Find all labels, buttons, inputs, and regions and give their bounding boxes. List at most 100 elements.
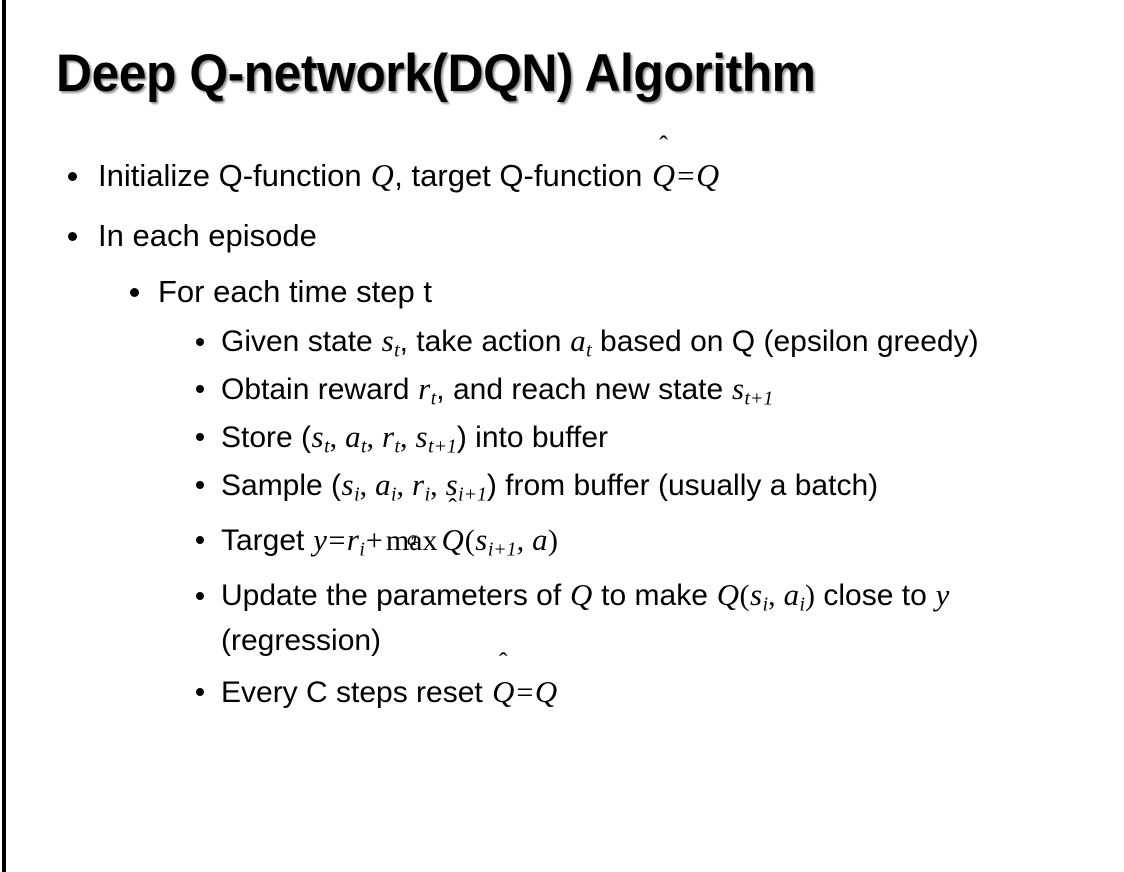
text-fragment: Given state (221, 325, 382, 358)
bullet-text: Every C steps reset ̂Q=Q (221, 663, 1094, 721)
math-paren-close: ) (805, 579, 816, 612)
math-subscript: t (394, 339, 400, 362)
math-s: s (341, 467, 354, 502)
math-subscript: t (361, 435, 367, 458)
math-q: Q (534, 674, 558, 709)
page-title: Deep Q-network(DQN) Algorithm (56, 44, 816, 103)
text-fragment: ) from buffer (usually a batch) (486, 469, 879, 502)
math-comma: , (516, 524, 532, 557)
bullet-dot-icon (196, 338, 204, 346)
text-fragment: (regression) (221, 624, 382, 657)
math-comma: , (329, 421, 345, 454)
math-comma: , (768, 579, 784, 612)
math-subscript: t+1 (744, 387, 774, 410)
bullet-text: Store (st, at, rt, st+1) into buffer (221, 413, 1094, 461)
bullet-update-parameters: Update the parameters of Q to make Q(si,… (0, 572, 1124, 663)
math-s: s (311, 419, 324, 454)
text-fragment: Update the parameters of (221, 579, 570, 612)
math-subscript: t (324, 435, 330, 458)
math-equals: = (677, 158, 695, 193)
math-paren-open: ( (464, 524, 475, 557)
math-r: r (346, 522, 359, 557)
bullet-dot-icon (196, 592, 204, 600)
bullet-dot-icon (196, 385, 204, 393)
math-subscript: i+1 (487, 538, 517, 561)
math-plus: + (365, 524, 383, 557)
math-subscript: i+1 (458, 483, 487, 506)
math-s: s (415, 419, 428, 454)
math-s: s (381, 323, 394, 358)
math-q: Q (370, 158, 394, 193)
bullet-dot-icon (130, 288, 139, 297)
math-subscript: i (391, 483, 397, 506)
math-comma: , (366, 421, 382, 454)
text-fragment: to make (592, 579, 717, 612)
bullet-for-each-time-step: For each time step t (0, 266, 1124, 318)
text-fragment: , and reach new state (436, 373, 732, 406)
bullet-dot-icon (196, 536, 204, 544)
math-comma: , (396, 469, 412, 502)
bullet-in-each-episode: In each episode (0, 206, 1124, 266)
math-subscript: i (762, 593, 769, 616)
math-max-label: max (385, 524, 438, 557)
math-subscript: i (354, 483, 360, 506)
math-s: s (445, 467, 458, 502)
math-max-underset: a (406, 526, 418, 551)
bullet-target-equation: Target y=ri+maxâQ(si+1, a) (0, 509, 1124, 572)
text-fragment: based on Q (epsilon greedy) (591, 325, 979, 358)
left-edge-rule (2, 0, 6, 872)
math-subscript: i (359, 538, 365, 561)
math-y: y (935, 577, 950, 612)
bullet-initialize: Initialize Q-function Q, target Q-functi… (0, 146, 1124, 206)
math-a: a (345, 419, 361, 454)
bullet-dot-icon (68, 172, 77, 181)
math-symbol: Q (492, 674, 515, 709)
bullet-text: Update the parameters of Q to make Q(si,… (221, 572, 1094, 663)
text-fragment: Sample ( (221, 469, 342, 502)
math-equals: = (516, 676, 534, 709)
bullet-dot-icon (68, 232, 77, 241)
text-fragment: ) into buffer (456, 421, 609, 454)
math-q: Q (696, 158, 720, 193)
bullet-text: Given state st, take action at based on … (221, 318, 1094, 364)
math-a: a (570, 323, 586, 358)
bullet-sample-batch: Sample (si, ai, ri, si+1) from buffer (u… (0, 461, 1124, 509)
text-fragment: Every C steps reset (221, 676, 492, 709)
bullet-obtain-reward: Obtain reward rt, and reach new state st… (0, 365, 1124, 413)
bullet-text: Target y=ri+maxâQ(si+1, a) (221, 509, 1094, 572)
math-subscript: i (424, 483, 431, 506)
math-q: Q (716, 577, 740, 612)
math-y: y (313, 522, 327, 557)
math-q: Q (570, 577, 593, 612)
text-fragment: Obtain reward (221, 373, 418, 406)
bullet-given-state: Given state st, take action at based on … (0, 318, 1124, 365)
math-comma: , (430, 469, 446, 502)
math-paren-open: ( (739, 579, 750, 612)
text-fragment: , target Q-function (394, 158, 652, 193)
math-comma: , (400, 421, 416, 454)
math-s: s (475, 522, 488, 557)
bullet-reset-target-network: Every C steps reset ̂Q=Q (0, 663, 1124, 721)
math-a: a (532, 522, 548, 557)
bullet-store-transition: Store (st, at, rt, st+1) into buffer (0, 413, 1124, 461)
text-fragment: , take action (399, 325, 570, 358)
math-r: r (412, 467, 425, 502)
math-s: s (731, 371, 745, 406)
bullet-text: Obtain reward rt, and reach new state st… (221, 365, 1094, 413)
bullet-text: Sample (si, ai, ri, si+1) from buffer (u… (221, 461, 1094, 509)
bullet-dot-icon (196, 433, 204, 441)
text-fragment: Target (221, 524, 313, 557)
math-subscript: i (799, 593, 806, 616)
math-subscript: t (586, 339, 592, 362)
math-symbol: Q (652, 158, 676, 193)
math-equals: = (328, 524, 346, 557)
math-subscript: t (394, 435, 401, 458)
slide-body: Initialize Q-function Q, target Q-functi… (0, 146, 1124, 721)
math-r: r (418, 371, 431, 406)
math-paren-close: ) (548, 524, 559, 557)
math-r: r (382, 419, 395, 454)
math-q-hat: ̂Q (651, 146, 676, 206)
bullet-dot-icon (196, 481, 204, 489)
